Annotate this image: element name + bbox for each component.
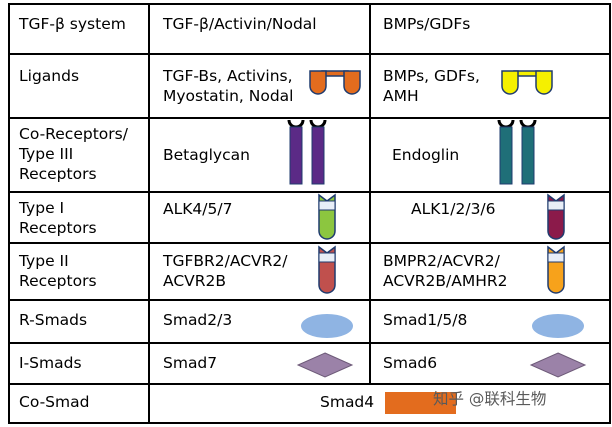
i-smad-diamond-icon — [529, 352, 587, 378]
type1-receptor-icon — [547, 193, 565, 240]
tgf-ligands-line1: TGF-Bs, Activins, — [163, 67, 293, 85]
watermark: 知乎 @联科生物 — [433, 389, 546, 409]
r-smad-ellipse-icon — [532, 314, 584, 338]
header-system: TGF-β system — [19, 15, 126, 33]
grid-line — [8, 383, 611, 385]
header-tgf-column: TGF-β/Activin/Nodal — [163, 15, 317, 33]
ligand-dimer-icon — [309, 70, 361, 95]
tgf-type1: ALK4/5/7 — [163, 200, 233, 218]
header-bmp-column: BMPs/GDFs — [383, 15, 471, 33]
bmp-ligands-line2: AMH — [383, 87, 419, 105]
tgf-type2-line1: TGFBR2/ACVR2/ — [163, 252, 288, 270]
row-label-coreceptors-1: Co-Receptors/ — [19, 125, 128, 143]
grid-line — [8, 117, 611, 119]
i-smad-diamond-icon — [296, 352, 354, 378]
grid-line — [8, 191, 611, 193]
type2-receptor-icon — [318, 245, 336, 294]
grid-line — [148, 3, 150, 424]
grid-line — [8, 3, 10, 424]
tgf-beta-table — [8, 3, 611, 424]
shared-cosmad: Smad4 — [320, 393, 375, 411]
type2-receptor-icon — [547, 245, 565, 294]
grid-line — [8, 299, 611, 301]
row-label-type2-1: Type II — [19, 252, 69, 270]
row-label-type1-2: Receptors — [19, 219, 97, 237]
bmp-ismad: Smad6 — [383, 354, 438, 372]
grid-line — [8, 53, 611, 55]
row-label-coreceptors-2: Type III — [19, 145, 74, 163]
ligand-dimer-icon — [501, 70, 553, 95]
bmp-type1: ALK1/2/3/6 — [411, 200, 496, 218]
tgf-ligands-line2: Myostatin, Nodal — [163, 87, 294, 105]
tgf-ismad: Smad7 — [163, 354, 218, 372]
bmp-type2-line2: ACVR2B/AMHR2 — [383, 272, 508, 290]
bmp-coreceptor: Endoglin — [392, 146, 460, 164]
coreceptor-pair-icon — [287, 119, 327, 185]
grid-line — [8, 242, 611, 244]
row-label-coreceptors-3: Receptors — [19, 165, 97, 183]
tgf-coreceptor: Betaglycan — [163, 146, 250, 164]
row-label-type1-1: Type I — [19, 199, 65, 217]
grid-line — [8, 422, 611, 424]
type1-receptor-icon — [318, 193, 336, 240]
row-label-ligands: Ligands — [19, 67, 80, 85]
tgf-type2-line2: ACVR2B — [163, 272, 227, 290]
row-label-cosmad: Co-Smad — [19, 393, 90, 411]
row-label-type2-2: Receptors — [19, 272, 97, 290]
bmp-rsmad: Smad1/5/8 — [383, 311, 468, 329]
r-smad-ellipse-icon — [301, 314, 353, 338]
grid-line — [609, 3, 611, 424]
row-label-rsmads: R-Smads — [19, 311, 88, 329]
bmp-ligands-line1: BMPs, GDFs, — [383, 67, 480, 85]
watermark-text: 知乎 @联科生物 — [433, 390, 547, 408]
tgf-rsmad: Smad2/3 — [163, 311, 233, 329]
coreceptor-pair-icon — [497, 119, 537, 185]
grid-line — [8, 3, 611, 5]
row-label-ismads: I-Smads — [19, 354, 82, 372]
co-smad-rect-icon — [385, 392, 456, 414]
grid-line — [369, 3, 371, 383]
bmp-type2-line1: BMPR2/ACVR2/ — [383, 252, 500, 270]
grid-line — [8, 342, 611, 344]
